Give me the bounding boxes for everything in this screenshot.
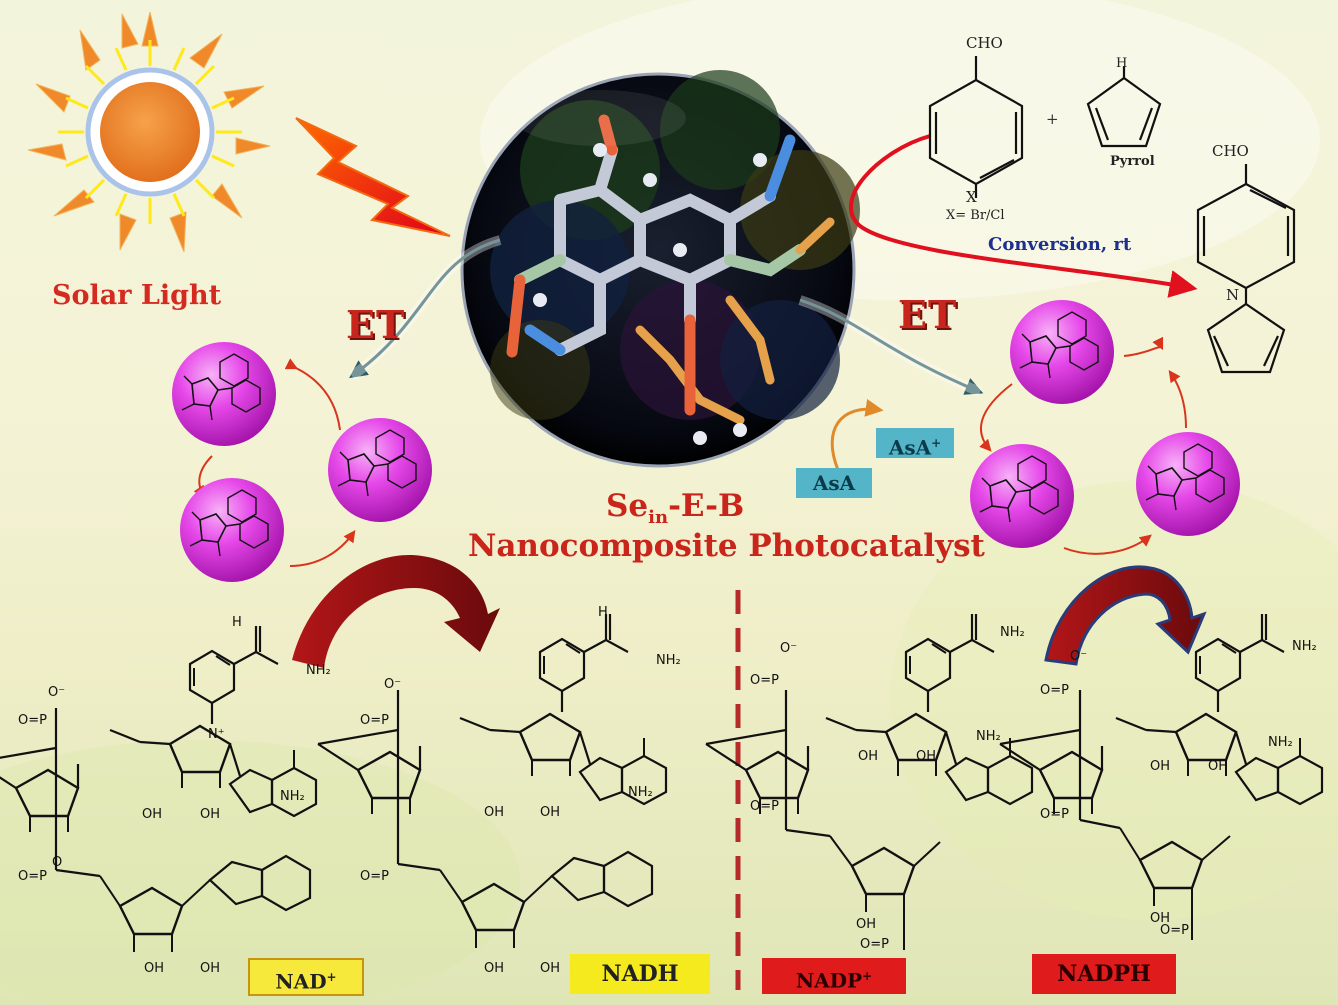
nad-plus-structure [0, 624, 318, 952]
lightning-bolt-icon [295, 117, 451, 237]
nadph-structure [998, 612, 1324, 940]
atom-h-nadh: H [598, 605, 608, 620]
atom-o-eq-p-phos: O=P [860, 937, 889, 952]
atom-oh-4: OH [200, 961, 220, 976]
catalyst-rest: -E-B [668, 488, 745, 524]
x-substituent-label: X [966, 188, 977, 206]
nad-base: NAD [275, 969, 327, 994]
atom-o-eq-p-nadp: O=P [750, 673, 779, 688]
aryl-halide-aldehyde [928, 56, 1024, 198]
atom-o-eq-p-nadph: O=P [1040, 683, 1069, 698]
nadph-label: NADPH [1032, 954, 1176, 994]
reduction-arrow-nad [292, 555, 500, 668]
nadh-structure [316, 612, 668, 948]
product-n-label: N [1226, 286, 1240, 304]
asa-plus-base: AsA [888, 435, 932, 460]
atom-o-eq-p-nadh-2: O=P [360, 869, 389, 884]
catalyst-description: Nanocomposite Photocatalyst [468, 528, 985, 564]
atom-n-plus: N⁺ [208, 727, 225, 742]
atom-oh-nadp-2: OH [916, 749, 936, 764]
catalyst-subscript: in [648, 507, 669, 529]
atom-oh-nadh-3: OH [484, 961, 504, 976]
atom-nh2: NH₂ [306, 663, 331, 678]
atom-o-eq-p-nadph-2: O=P [1040, 807, 1069, 822]
atom-o-minus-nadh: O⁻ [384, 677, 401, 692]
atom-oh-nadh-4: OH [540, 961, 560, 976]
pyrrole-molecule [1086, 66, 1162, 148]
nadp-sup: + [862, 969, 873, 983]
atom-nh2-nadp-2: NH₂ [976, 729, 1001, 744]
nadh-label: NADH [570, 954, 710, 994]
atom-o-eq-p-nadp-2: O=P [750, 799, 779, 814]
et-label-right: ET [898, 292, 958, 337]
catalytic-cycle-left [171, 341, 433, 583]
atom-oh-3: OH [144, 961, 164, 976]
atom-oh-nadph: OH [1150, 759, 1170, 774]
catalyst-name: Sein-E-B [606, 488, 744, 528]
atom-nh2-nadp: NH₂ [1000, 625, 1025, 640]
solar-light-label: Solar Light [52, 280, 222, 311]
pyrrole-h-label: H [1116, 56, 1128, 71]
catalytic-cycle-right [969, 299, 1241, 555]
cho-label-product: CHO [1212, 142, 1249, 160]
atom-nh2-nadph-2: NH₂ [1268, 735, 1293, 750]
et-label-left: ET [346, 302, 406, 347]
grass-haze [0, 740, 520, 1005]
conversion-conditions-label: Conversion, rt [988, 234, 1132, 255]
et-arrow-right [799, 298, 984, 395]
atom-oh-nadh-2: OH [540, 805, 560, 820]
et-arrow-left [349, 238, 501, 379]
asa-plus-sup: + [931, 436, 942, 450]
conversion-arrow [849, 134, 1198, 298]
pyrrolyl-benzaldehyde [1196, 164, 1296, 374]
atom-oh-nadp: OH [858, 749, 878, 764]
atom-nh2-adenine: NH₂ [280, 789, 305, 804]
asa-oxidation-arrow [830, 398, 884, 471]
nad-sup: + [326, 970, 337, 984]
catalyst-main: Se [606, 488, 649, 524]
nadp-plus-label: NADP+ [762, 958, 906, 994]
atom-o-eq-p-nadh: O=P [360, 713, 389, 728]
atom-o-minus: O⁻ [48, 685, 65, 700]
atom-o-eq-p-phos-2: O=P [1160, 923, 1189, 938]
atom-oh-nadph-2: OH [1208, 759, 1228, 774]
atom-o-minus-nadph: O⁻ [1070, 649, 1087, 664]
atom-oh-2: OH [200, 807, 220, 822]
nad-plus-label: NAD+ [248, 958, 364, 996]
atom-nh2-nadh-2: NH₂ [628, 785, 653, 800]
cho-label-reactant: CHO [966, 34, 1003, 52]
atom-o-eq-p-2: O=P [18, 869, 47, 884]
atom-oh: OH [142, 807, 162, 822]
asa-plus-box: AsA+ [876, 428, 954, 460]
reduction-arrow-nadp [1044, 565, 1207, 666]
atom-o-minus-nadp: O⁻ [780, 641, 797, 656]
sun-icon [27, 11, 271, 253]
atom-o-eq-p: O=P [18, 713, 47, 728]
nadp-plus-structure [704, 612, 1034, 950]
x-definition-label: X= Br/Cl [946, 208, 1005, 223]
nadp-base: NADP [795, 968, 863, 993]
grass-haze-right [890, 480, 1338, 920]
atom-h: H [232, 615, 242, 630]
atom-nh2-nadh: NH₂ [656, 653, 681, 668]
asa-box: AsA [796, 468, 872, 498]
atom-oh-nadh: OH [484, 805, 504, 820]
pyrrol-label: Pyrrol [1110, 154, 1155, 169]
nanocomposite-sphere [460, 70, 860, 468]
atom-o: O [52, 855, 62, 870]
atom-oh-nadph-3: OH [1150, 911, 1170, 926]
plus-sign: + [1046, 110, 1059, 128]
atom-nh2-nadph: NH₂ [1292, 639, 1317, 654]
atom-oh-nadp-3: OH [856, 917, 876, 932]
